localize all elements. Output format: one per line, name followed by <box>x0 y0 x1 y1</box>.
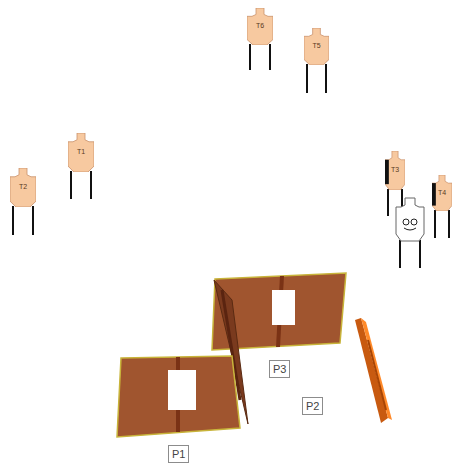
position-number: P1 <box>172 447 185 461</box>
shoot-target: T6 <box>247 8 273 45</box>
shoot-target: T5 <box>304 28 329 65</box>
target-number: T3 <box>385 166 405 174</box>
target-stands <box>13 44 449 268</box>
target-number: T2 <box>10 183 36 191</box>
wall-p1 <box>117 356 240 437</box>
target-number: T6 <box>247 22 273 30</box>
target-number: T4 <box>432 189 452 197</box>
wall-p2 <box>355 318 392 423</box>
position-label: P2 <box>302 397 323 415</box>
shoot-target: T1 <box>68 133 94 172</box>
shoot-target: T4 <box>432 175 452 211</box>
no-shoot-target <box>396 198 424 241</box>
position-number: P3 <box>273 362 286 376</box>
shoot-target: T2 <box>10 168 36 207</box>
target-number: T1 <box>68 148 94 156</box>
shoot-target: T3 <box>385 151 405 190</box>
position-number: P2 <box>306 399 319 413</box>
position-label: P1 <box>168 445 189 463</box>
position-label: P3 <box>269 360 290 378</box>
target-number: T5 <box>304 42 329 50</box>
